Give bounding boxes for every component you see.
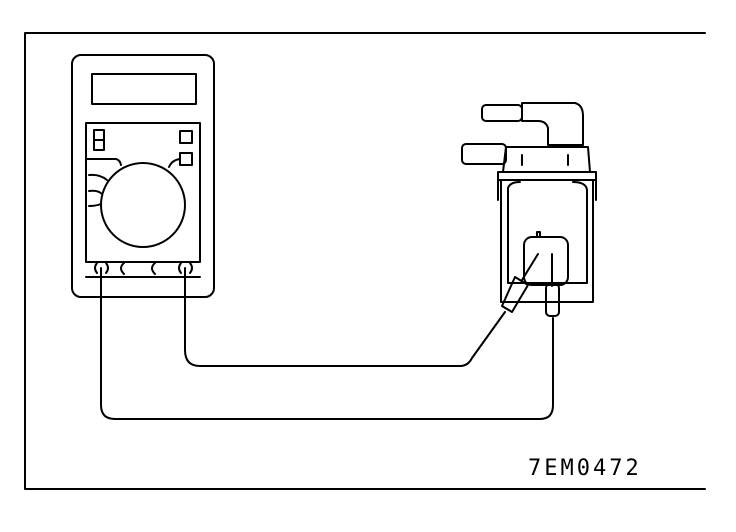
test-leads: [100, 267, 554, 420]
connector: [523, 236, 569, 286]
multimeter-terminals: [94, 263, 193, 274]
test-probes: [501, 253, 560, 317]
solenoid-valve-icon: [461, 102, 597, 303]
figure-frame: [24, 32, 706, 490]
figure-id-label: 7EM0472: [528, 456, 642, 481]
multimeter-icon: [71, 54, 215, 298]
multimeter-dial: [100, 162, 186, 248]
multimeter-display: [91, 73, 197, 105]
